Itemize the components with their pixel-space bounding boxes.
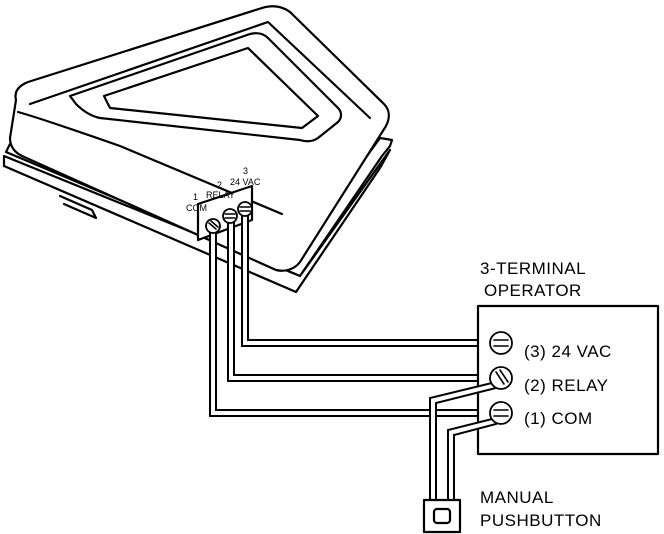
receiver-terminal-3-label: 24 VAC [230, 177, 261, 187]
display-window [102, 46, 320, 130]
receiver-terminal-3-screw [237, 201, 253, 217]
pushbutton-label-line2: PUSHBUTTON [480, 511, 602, 530]
receiver-unit [2, 5, 394, 294]
receiver-terminal-3-number: 3 [243, 166, 248, 176]
manual-pushbutton [422, 498, 462, 534]
operator-terminal-2-label: (2) RELAY [524, 376, 609, 395]
receiver-terminal-2-screw [222, 208, 238, 224]
operator-terminal-3-label: (3) 24 VAC [524, 342, 612, 361]
receiver-terminal-1-screw [205, 218, 221, 234]
operator-title-line1: 3-TERMINAL [480, 259, 586, 278]
receiver-terminal-1-number: 1 [193, 192, 198, 202]
operator-terminal-3-screw [489, 331, 513, 355]
operator-terminal-2-screw [489, 366, 513, 390]
receiver-top-edge [28, 20, 372, 120]
receiver-latch [58, 194, 98, 220]
operator-title-line2: OPERATOR [484, 281, 582, 300]
receiver-terminal-2-number: 2 [217, 180, 222, 190]
pushbutton-label-line1: MANUAL [480, 488, 554, 507]
receiver-terminal-2-label: RELAY [206, 190, 235, 200]
receiver-terminal-1-label: COM [186, 203, 207, 213]
operator-terminal-1-label: (1) COM [524, 409, 593, 428]
receiver-top-edge-2 [16, 110, 284, 216]
pushbutton-button [432, 507, 452, 525]
receiver-base-lower [2, 148, 392, 294]
operator-terminal-1-screw [489, 401, 513, 425]
